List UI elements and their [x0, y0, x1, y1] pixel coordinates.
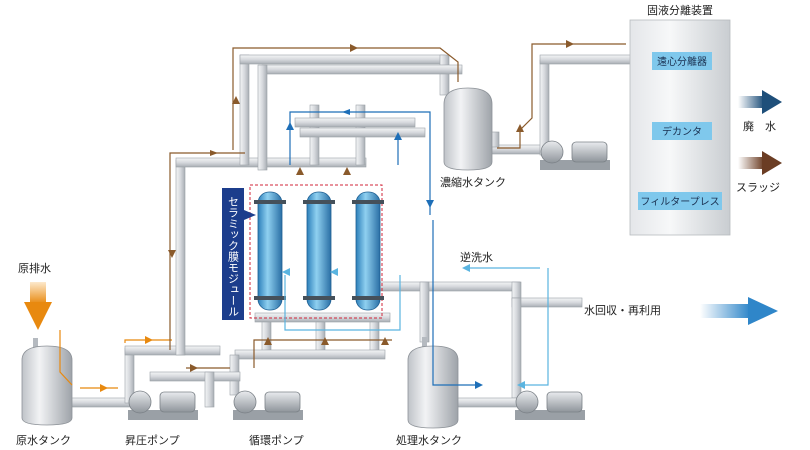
brown-flow-lines — [169, 43, 626, 369]
concentrate-pump — [540, 140, 610, 170]
sludge-label: スラッジ — [736, 181, 780, 194]
treated-water-pump — [515, 390, 585, 420]
membrane-module-2 — [303, 191, 335, 311]
treated-water-tank — [407, 337, 459, 429]
concentrate-tank — [443, 87, 493, 171]
circulation-pump — [233, 390, 303, 420]
booster-pump — [128, 390, 198, 420]
decanter-label: デカンタ — [662, 125, 702, 138]
ceramic-membrane-module-label: セラミック膜モジュール — [227, 196, 240, 317]
solid-liquid-separator-label: 固液分離装置 — [647, 3, 713, 17]
treated-water-tank-label: 処理水タンク — [396, 434, 462, 447]
solid-liquid-separator — [629, 19, 731, 236]
waste-water-label: 廃 水 — [743, 119, 776, 133]
concentrate-tank-label: 濃縮水タンク — [440, 175, 506, 189]
raw-water-tank — [21, 338, 73, 426]
pipe-network — [64, 54, 636, 408]
centrifuge-label: 遠心分離器 — [657, 55, 707, 68]
membrane-module-1 — [254, 191, 286, 311]
booster-pump-label: 昇圧ポンプ — [125, 434, 180, 447]
filter-press-box — [638, 192, 722, 210]
module-pointer — [244, 210, 256, 220]
membrane-module-3 — [352, 191, 384, 311]
blue-flow-lines — [289, 111, 480, 386]
sludge-arrow — [738, 151, 782, 175]
water-recovery-arrow — [700, 297, 778, 325]
orange-flow-lines — [59, 330, 172, 389]
circulation-pump-label: 循環ポンプ — [249, 434, 304, 447]
filter-press-label: フィルタープレス — [640, 196, 719, 208]
light-blue-flow-lines — [284, 267, 549, 386]
raw-wastewater-label: 原排水 — [18, 261, 51, 275]
flow-arrowheads — [100, 40, 574, 392]
backwash-water-label: 逆洗水 — [460, 250, 493, 264]
waste-water-arrow — [738, 90, 782, 114]
decanter-box — [652, 122, 712, 140]
membrane-frame — [249, 184, 383, 319]
raw-wastewater-arrow — [24, 282, 52, 330]
water-recovery-label: 水回収・再利用 — [584, 304, 661, 317]
raw-water-tank-label: 原水タンク — [16, 434, 71, 447]
module-label-plate — [222, 188, 244, 320]
centrifuge-box — [652, 52, 712, 70]
